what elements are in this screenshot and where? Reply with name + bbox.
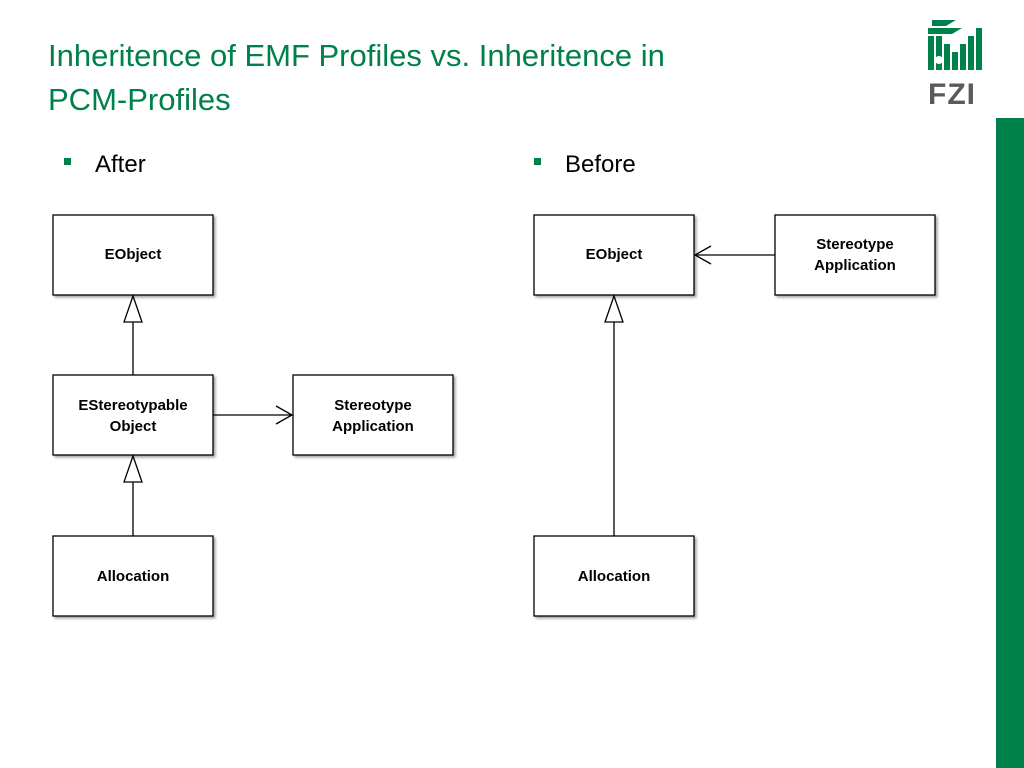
before-diagram: EObject Stereotype Application Allocatio… bbox=[533, 214, 936, 617]
bullet-before-label: Before bbox=[565, 151, 636, 178]
slide-title-line-1: Inheritence of EMF Profiles vs. Inherite… bbox=[48, 38, 665, 73]
logo-text: FZI bbox=[928, 78, 976, 111]
after-diagram: EObject EStereotypable Object Stereotype… bbox=[52, 214, 454, 617]
after-eobject-label: EObject bbox=[105, 246, 162, 263]
before-eobject-label: EObject bbox=[586, 246, 643, 263]
after-allocation-box: Allocation bbox=[52, 535, 214, 617]
before-stereotype-label-line-2: Application bbox=[814, 257, 896, 274]
after-generalization-arrowhead-2 bbox=[123, 454, 143, 483]
before-eobject-box: EObject bbox=[533, 214, 695, 296]
after-estereotypable-label-line-2: Object bbox=[110, 418, 157, 435]
before-generalization-arrowhead bbox=[604, 294, 624, 323]
slide-title: Inheritence of EMF Profiles vs. Inherite… bbox=[48, 34, 848, 122]
after-estereotypable-label-line-1: EStereotypable bbox=[78, 397, 187, 414]
before-stereotype-label-line-1: Stereotype bbox=[816, 236, 894, 253]
bullet-after-label: After bbox=[95, 151, 146, 178]
after-stereotype-application-box: Stereotype Application bbox=[292, 374, 454, 456]
after-allocation-label: Allocation bbox=[97, 568, 170, 585]
after-estereotypable-box: EStereotypable Object bbox=[52, 374, 214, 456]
bullet-before: Before bbox=[534, 150, 636, 180]
slide-title-line-2: PCM-Profiles bbox=[48, 82, 231, 117]
before-stereotype-application-box: Stereotype Application bbox=[774, 214, 936, 296]
fzi-logo-icon bbox=[928, 20, 982, 70]
before-allocation-box: Allocation bbox=[533, 535, 695, 617]
after-association-arrowhead bbox=[275, 405, 294, 425]
bullet-square-icon bbox=[534, 158, 541, 166]
after-eobject-box: EObject bbox=[52, 214, 214, 296]
after-generalization-arrowhead-1 bbox=[123, 294, 143, 323]
accent-side-bar bbox=[996, 118, 1024, 768]
after-stereotype-label-line-1: Stereotype bbox=[334, 397, 412, 414]
after-stereotype-label-line-2: Application bbox=[332, 418, 414, 435]
before-association-arrowhead bbox=[693, 245, 712, 265]
bullet-square-icon bbox=[64, 158, 71, 166]
bullet-after: After bbox=[64, 150, 146, 180]
before-allocation-label: Allocation bbox=[578, 568, 651, 585]
